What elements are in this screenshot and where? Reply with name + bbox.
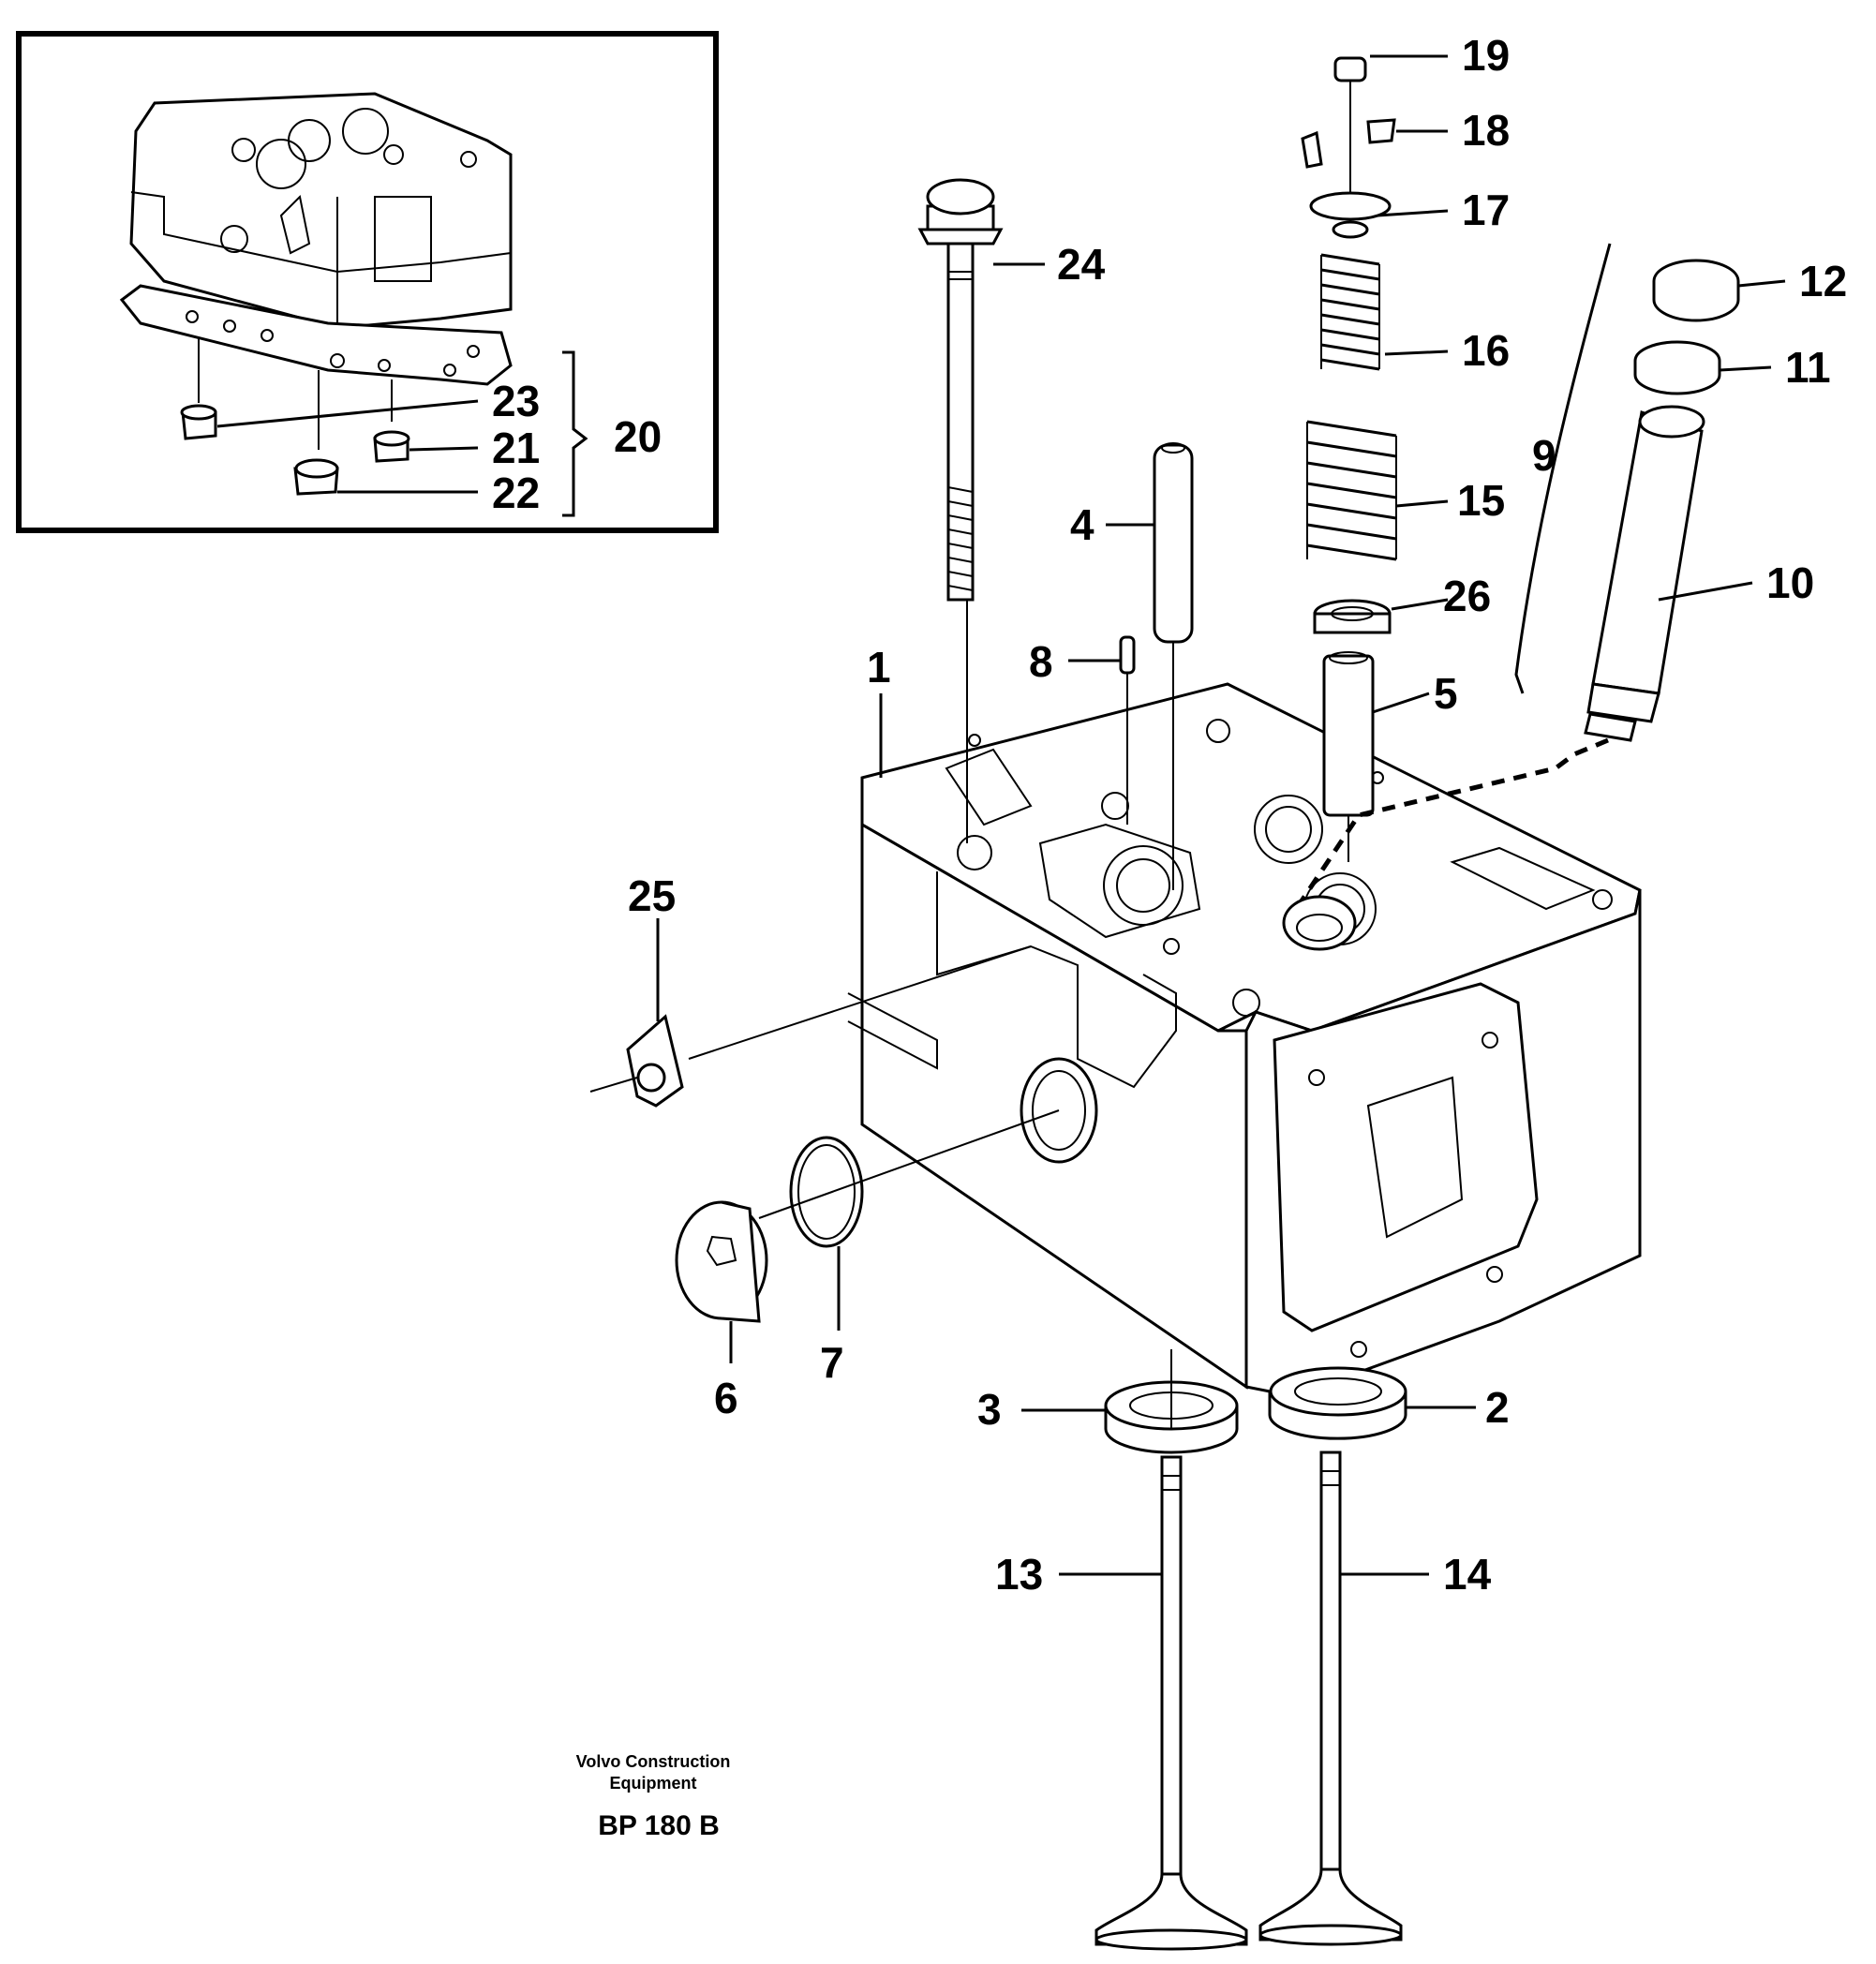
footer-brand-line1: Volvo Construction — [576, 1752, 731, 1771]
callout-23: 23 — [492, 377, 540, 425]
valve-14 — [1258, 1451, 1403, 1946]
callout-25: 25 — [628, 871, 676, 920]
cylinder-head — [847, 682, 1642, 1398]
valve-seat-2 — [1268, 1366, 1407, 1440]
callout-3: 3 — [977, 1385, 1002, 1434]
plug-6 — [675, 1109, 1060, 1363]
lug-25 — [589, 918, 1032, 1108]
callout-13: 13 — [995, 1550, 1043, 1599]
callout-4: 4 — [1070, 500, 1094, 549]
callout-7: 7 — [820, 1338, 844, 1387]
ring-7 — [789, 1136, 864, 1331]
injector-sleeve-group — [1282, 243, 1740, 951]
callout-8: 8 — [1029, 637, 1053, 686]
callout-6: 6 — [714, 1374, 738, 1422]
callout-16: 16 — [1462, 326, 1510, 375]
footer-diagram-code: BP 180 B — [598, 1810, 720, 1841]
callout-2: 2 — [1485, 1383, 1510, 1432]
pin-8 — [1119, 635, 1136, 825]
callout-19: 19 — [1462, 31, 1510, 80]
footer: Volvo Construction Equipment BP 180 B — [576, 1752, 731, 1841]
sleeve-4 — [1153, 442, 1194, 890]
callout-12: 12 — [1799, 257, 1847, 305]
callout-22: 22 — [492, 469, 540, 517]
valve-spring-stack — [1301, 56, 1397, 862]
callout-18: 18 — [1462, 106, 1510, 155]
callout-15: 15 — [1457, 476, 1505, 525]
callout-11: 11 — [1785, 343, 1831, 392]
bolt-24 — [917, 178, 1004, 843]
callout-21: 21 — [492, 424, 540, 472]
valve-13 — [1094, 1455, 1248, 1951]
callout-9: 9 — [1532, 431, 1556, 480]
callout-10: 10 — [1766, 558, 1814, 607]
callout-14: 14 — [1443, 1550, 1492, 1599]
callout-26: 26 — [1443, 572, 1491, 620]
leader-lines — [879, 54, 1786, 1576]
footer-brand-line2: Equipment — [610, 1774, 697, 1793]
callout-5: 5 — [1434, 669, 1458, 718]
callout-1: 1 — [867, 643, 891, 692]
callout-20: 20 — [614, 412, 662, 461]
callout-17: 17 — [1462, 186, 1510, 234]
valve-seat-3 — [1104, 1349, 1239, 1454]
callout-24: 24 — [1057, 240, 1106, 289]
inset-view — [16, 31, 719, 533]
callout-labels: 1 2 3 4 5 6 7 8 9 10 11 12 13 14 15 16 1… — [492, 31, 1847, 1599]
